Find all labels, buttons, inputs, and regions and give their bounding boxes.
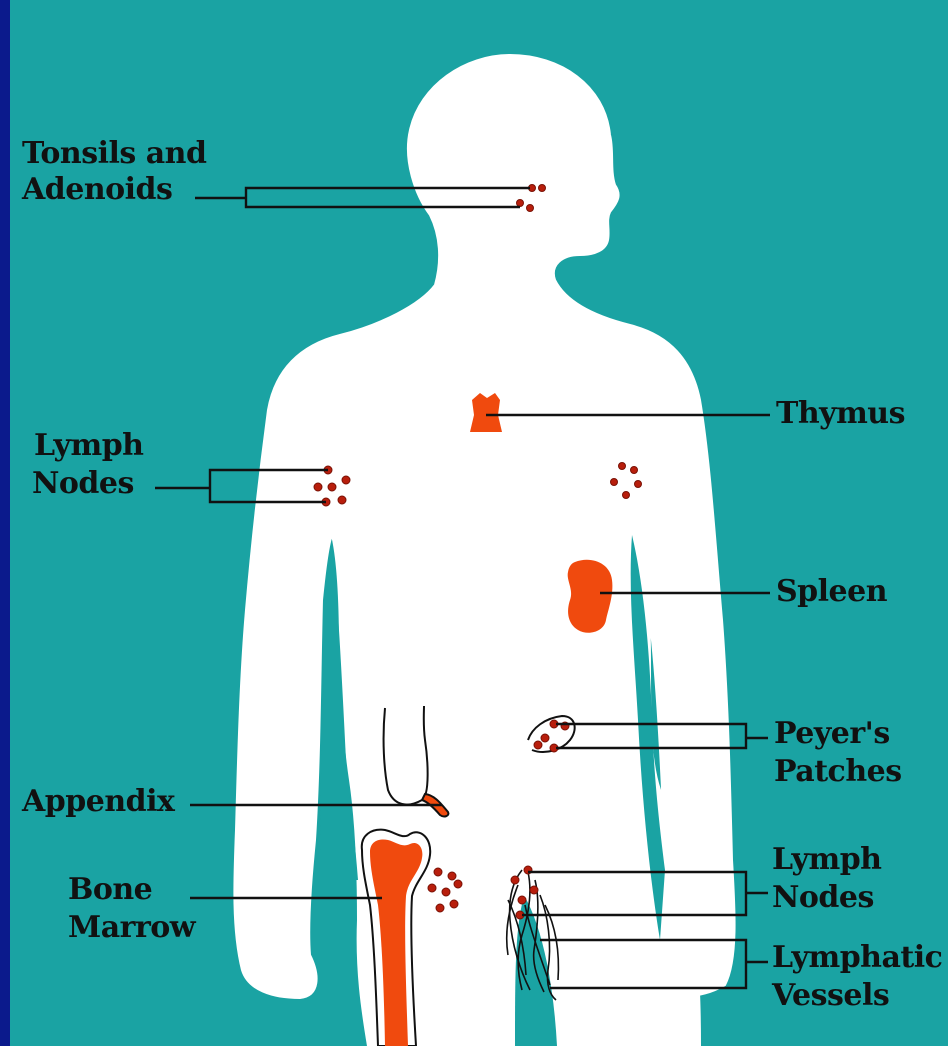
thymus-label: Thymus bbox=[776, 396, 905, 432]
lymphatic-vessels-label-line2: Vessels bbox=[772, 978, 889, 1014]
lymph-nodes-upper-label-line2: Nodes bbox=[32, 466, 134, 502]
peyers-patches-label-line2: Patches bbox=[774, 754, 902, 790]
tonsils-label-line2: Adenoids bbox=[22, 172, 172, 208]
diagram-canvas: Tonsils and Adenoids Thymus Lymph Nodes … bbox=[10, 0, 948, 1046]
tonsils-label-line1: Tonsils and bbox=[22, 136, 206, 172]
lymph-nodes-upper-label-line1: Lymph bbox=[34, 428, 144, 464]
appendix-label: Appendix bbox=[22, 784, 174, 820]
peyers-patches-label-line1: Peyer's bbox=[774, 716, 890, 752]
thymus-organ bbox=[470, 393, 502, 432]
lymph-nodes-lower-label-line1: Lymph bbox=[772, 842, 882, 878]
lymphatic-vessels-label-line1: Lymphatic bbox=[772, 940, 942, 976]
spleen-label: Spleen bbox=[776, 574, 887, 610]
bone-marrow-label-line1: Bone bbox=[68, 872, 152, 908]
bone-marrow-label-line2: Marrow bbox=[68, 910, 195, 946]
lymph-nodes-lower-label-line2: Nodes bbox=[772, 880, 874, 916]
